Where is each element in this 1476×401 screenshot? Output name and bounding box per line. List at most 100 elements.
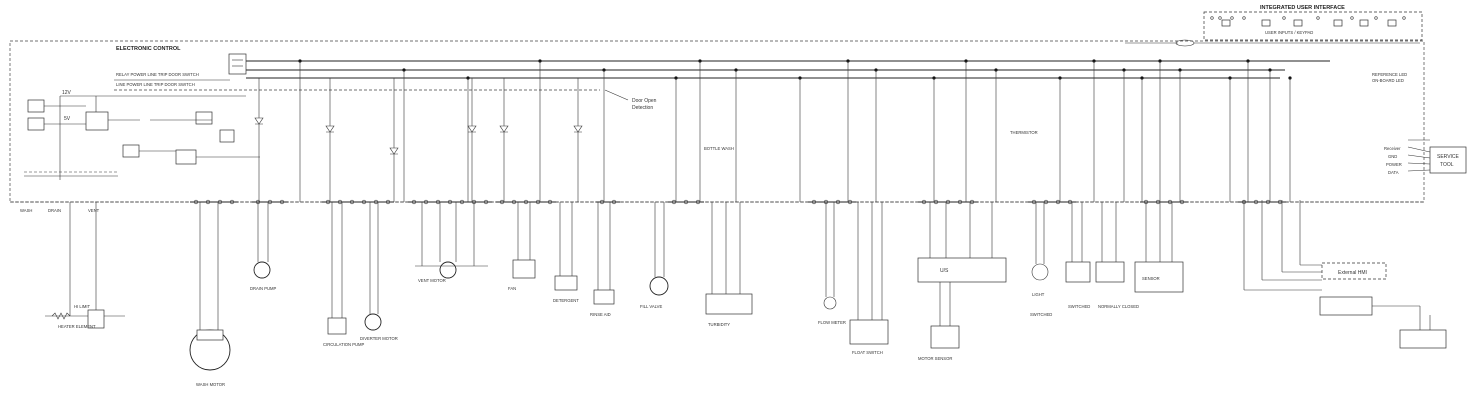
hi-limit-label: HI LIMIT <box>74 304 90 309</box>
triac <box>573 125 583 133</box>
door-open-label-2: Detection <box>632 105 653 111</box>
ui-keypad <box>1210 16 1406 27</box>
connector-pin <box>1253 199 1259 205</box>
diverter-label: DIVERTER MOTOR <box>360 336 398 341</box>
triac <box>254 117 264 125</box>
v12-label: 12V <box>62 90 72 96</box>
triac-row <box>254 78 583 202</box>
service-tool: SERVICE TOOL Receiver GND POWER DATA <box>1384 139 1467 175</box>
therm-label: THERMISTOR <box>1010 130 1038 135</box>
power-buses <box>246 39 1420 79</box>
float-label: FLOAT SWITCH <box>852 350 883 355</box>
light-switched: LIGHT SWITCHED SWITCHED NORMALLY CLOSED <box>1030 202 1139 317</box>
ui-sub: USER INPUTS / KEYPAD <box>1265 30 1313 35</box>
detergent-label: DETERGENT <box>553 298 579 303</box>
connector-pin <box>193 199 199 205</box>
pwr-label: POWER <box>1386 162 1402 167</box>
rinse-label: RINSE AID <box>590 312 611 317</box>
connector-pin <box>547 199 553 205</box>
drain-pump-label: DRAIN PUMP <box>250 286 276 291</box>
electronic-control-boundary <box>9 40 1425 203</box>
connector-pin <box>483 199 489 205</box>
connector-pin <box>921 199 927 205</box>
connector-pin <box>361 199 367 205</box>
fill-valve: FILL VALVE <box>640 202 669 309</box>
connector-pin <box>511 199 517 205</box>
loads-section: HEATER ELEMENT HI LIMIT WASH MOTOR DRAIN… <box>45 202 1184 387</box>
wash-motor: WASH MOTOR <box>189 202 231 387</box>
relay-label-a: RELAY POWER LINE TRIP DOOR SWITCH <box>116 72 199 77</box>
drain-pump: DRAIN PUMP <box>250 202 276 291</box>
heater-label: HEATER ELEMENT <box>58 324 96 329</box>
fan-load: FAN <box>508 202 536 291</box>
switched-label: SWITCHED <box>1030 312 1052 317</box>
board-labels: WASH DRAIN VENT THERMISTOR BOTTLE WASH <box>20 130 1038 213</box>
reference-note-2: ON-BOARD LED <box>1372 78 1404 83</box>
connector-pin <box>683 199 689 205</box>
fill-label: FILL VALVE <box>640 304 662 309</box>
triac <box>389 147 399 155</box>
diverter-motor: DIVERTER MOTOR <box>360 202 398 341</box>
light-label: LIGHT <box>1032 292 1045 297</box>
rinse-aid: RINSE AID <box>590 202 615 317</box>
connector-pin <box>411 199 417 205</box>
triac <box>467 125 477 133</box>
heater-load: HEATER ELEMENT HI LIMIT <box>45 202 125 329</box>
vent-label: VENT <box>88 208 100 213</box>
connector-pin <box>205 199 211 205</box>
door-open-label: Door Open <box>632 98 657 104</box>
float-switch: FLOAT SWITCH <box>849 202 889 355</box>
ms-label: MOTOR SENSOR <box>918 356 952 361</box>
bus-drops <box>298 59 1292 202</box>
external-hmi: External HMI <box>1243 200 1447 349</box>
vent-motor-label: VENT MOTOR <box>418 278 446 283</box>
control-label: ELECTRONIC CONTROL <box>116 46 181 52</box>
ui-title: INTEGRATED USER INTERFACE <box>1260 5 1345 11</box>
wash-motor-label: WASH MOTOR <box>196 382 225 387</box>
flow-label: FLOW METER <box>818 320 846 325</box>
door-open-detection: Door Open Detection <box>604 89 657 111</box>
connector-pin <box>279 199 285 205</box>
gnd-label: GND <box>1388 154 1397 159</box>
connector-pin <box>349 199 355 205</box>
connector-pin <box>229 199 235 205</box>
data-label: DATA <box>1388 170 1399 175</box>
relay-label-b: LINE POWER LINE TRIP DOOR SWITCH <box>116 82 195 87</box>
turbidity-sensor: TURBIDITY <box>705 202 753 327</box>
fan-label: FAN <box>508 286 516 291</box>
receiver-label: Receiver <box>1384 146 1401 151</box>
vent-motor: VENT MOTOR <box>415 202 488 283</box>
connector-pin <box>811 199 817 205</box>
circulation-pump: CIRCULATION PUMP <box>323 202 365 347</box>
flow-meter: FLOW METER <box>818 202 846 325</box>
us-label: U/S <box>940 268 949 274</box>
drain-label: DRAIN <box>48 208 61 213</box>
switched-label-2: SWITCHED <box>1068 304 1090 309</box>
bottle-label: BOTTLE WASH <box>704 146 734 151</box>
connector-pin <box>611 199 617 205</box>
v5-label: 5V <box>64 116 71 122</box>
triac <box>499 125 509 133</box>
external-hmi-label: External HMI <box>1338 270 1367 276</box>
turbidity-label: TURBIDITY <box>708 322 730 327</box>
connector-pin <box>447 199 453 205</box>
connector-pin <box>835 199 841 205</box>
closed-label: NORMALLY CLOSED <box>1098 304 1139 309</box>
circ-pump-label: CIRCULATION PUMP <box>323 342 365 347</box>
sensor-label: SENSOR <box>1142 276 1160 281</box>
triac <box>325 125 335 133</box>
service-label: SERVICE <box>1437 154 1460 160</box>
connector-pin <box>523 199 529 205</box>
integrated-user-interface: INTEGRATED USER INTERFACE USER INPUTS / … <box>1203 5 1423 41</box>
sensor-box: SENSOR <box>1134 202 1184 293</box>
detergent-dispenser: DETERGENT <box>553 202 579 303</box>
connector-pin <box>957 199 963 205</box>
wash-label: WASH <box>20 208 32 213</box>
reference-note: REFERENCE LED <box>1372 72 1407 77</box>
connector-pin <box>423 199 429 205</box>
power-supply-section: 12V 5V <box>24 90 260 180</box>
service-label-2: TOOL <box>1440 162 1454 168</box>
connector-pin <box>385 199 391 205</box>
connector-pin <box>459 199 465 205</box>
